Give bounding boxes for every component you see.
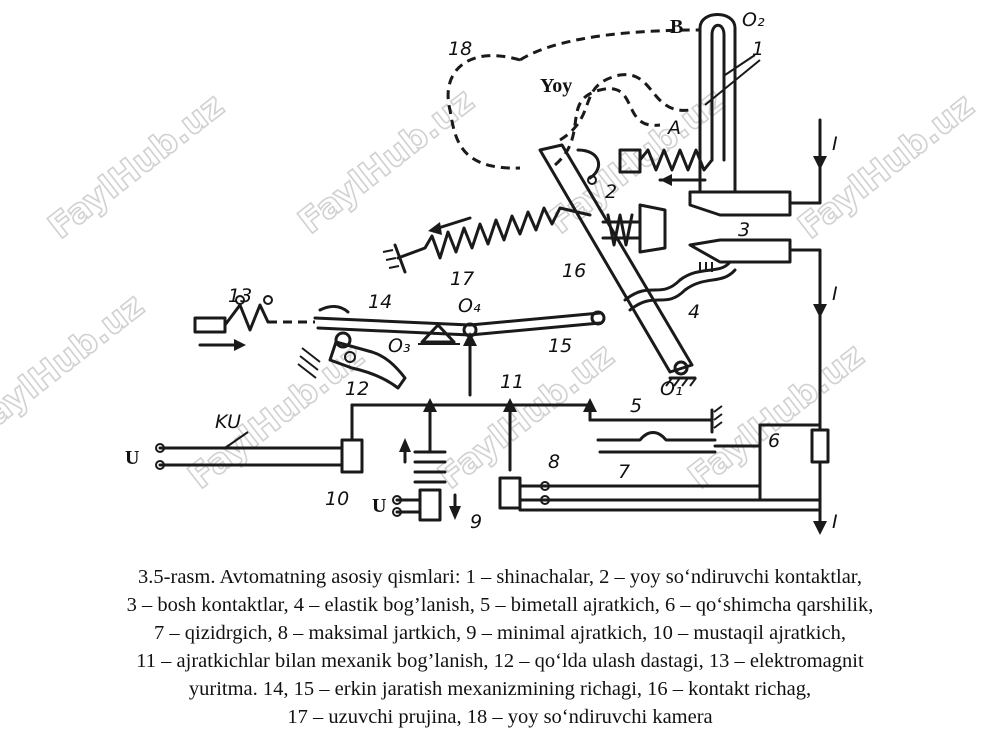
arc-chute-18 (446, 28, 701, 170)
caption-line-6: 17 – uzuvchi prujina, 18 – yoy so‘ndiruv… (287, 706, 713, 728)
caption-line-1: 3.5-rasm. Avtomatning asosiy qismlari: 1… (138, 566, 862, 588)
label-I-bot: I (832, 511, 838, 533)
label-B: B (670, 16, 683, 38)
diagram-labels: 18 B O₂ 1 Yoy A 2 3 I I I 16 17 4 13 14 … (125, 9, 838, 533)
manual-handle-12 (297, 340, 407, 390)
label-I-mid: I (832, 283, 838, 305)
circuit-breaker-diagram: FaylHub.uz FaylHub.uz FaylHub.uz FaylHub… (0, 9, 983, 535)
label-16: 16 (562, 260, 586, 282)
watermark-8: FaylHub.uz (681, 336, 872, 497)
max-release-8 (498, 476, 822, 512)
caption-line-2: 3 – bosh kontaktlar, 4 – elastik bog’lan… (126, 594, 874, 616)
busbar-1 (698, 13, 761, 192)
label-7: 7 (618, 461, 630, 483)
label-I-top: I (832, 133, 838, 155)
label-yoy: Yoy (540, 75, 572, 97)
min-release-9 (392, 438, 461, 522)
arc-contact-spring (618, 148, 714, 186)
label-U-left: U (125, 447, 139, 469)
bimetal-5 (588, 405, 723, 434)
caption-line-3: 7 – qizidrgich, 8 – maksimal jartkich, 9… (154, 622, 846, 644)
flexible-connection-4 (623, 260, 737, 312)
label-O1: O₁ (660, 378, 683, 400)
label-15: 15 (548, 335, 572, 357)
figure-caption: 3.5-rasm. Avtomatning asosiy qismlari: 1… (20, 563, 980, 731)
watermark-7: FaylHub.uz (431, 336, 622, 497)
label-O3: O₃ (388, 335, 411, 357)
label-14: 14 (368, 291, 392, 313)
label-5: 5 (630, 395, 642, 417)
label-6: 6 (768, 430, 780, 452)
watermark-5: FaylHub.uz (0, 286, 152, 447)
label-U-bottom: U (372, 495, 386, 517)
electromagnetic-drive-13 (193, 295, 350, 351)
label-17: 17 (450, 268, 474, 290)
mechanical-link-11 (350, 332, 597, 472)
trip-spring-17 (382, 206, 592, 274)
label-10: 10 (325, 488, 349, 510)
current-arrows (813, 118, 827, 535)
moving-main-contact (601, 203, 667, 254)
label-O4: O₄ (458, 295, 481, 317)
heater-7 (596, 431, 717, 454)
watermark-1: FaylHub.uz (41, 86, 232, 247)
label-13: 13 (228, 285, 252, 307)
label-12: 12 (345, 378, 369, 400)
label-3: 3 (738, 219, 750, 241)
caption-line-4: 11 – ajratkichlar bilan mexanik bog’lani… (136, 650, 864, 672)
label-18: 18 (448, 38, 472, 60)
watermark-3: FaylHub.uz (541, 81, 732, 242)
watermark-2: FaylHub.uz (291, 81, 482, 242)
arc-contacts-2 (576, 148, 601, 185)
label-O2: O₂ (742, 9, 765, 31)
caption-line-5: yuritma. 14, 15 – erkin jaratish mexaniz… (188, 678, 812, 700)
label-KU: KU (215, 411, 241, 433)
label-2: 2 (605, 181, 617, 203)
shunt-release-10 (155, 431, 364, 474)
label-11: 11 (500, 371, 524, 393)
label-1: 1 (752, 38, 764, 60)
label-8: 8 (548, 451, 560, 473)
label-9: 9 (470, 511, 482, 533)
label-4: 4 (688, 301, 700, 323)
label-A: A (666, 117, 681, 139)
